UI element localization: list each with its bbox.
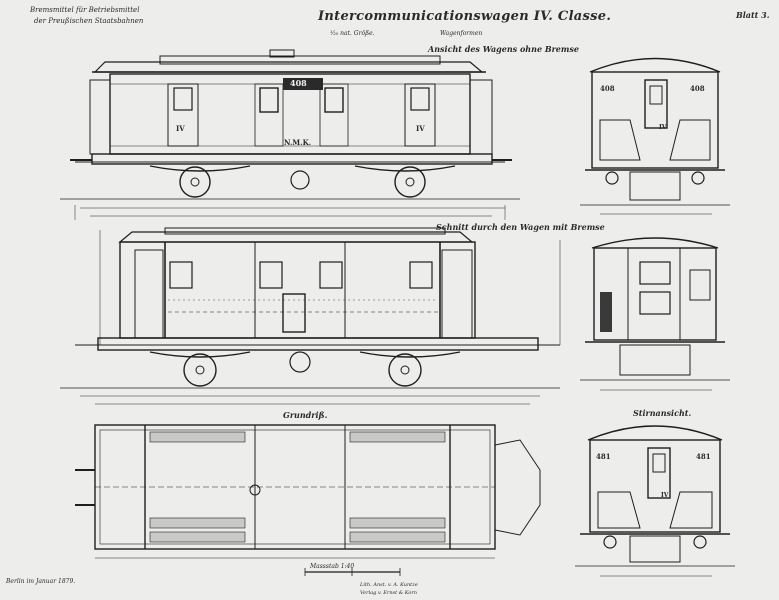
end-view-number-left: 408 xyxy=(600,84,615,93)
footer-date: Berlin im Januar 1879. xyxy=(6,578,76,585)
drawing-subtitle-right: Wagenformen xyxy=(440,30,483,37)
end-view2-number-right: 481 xyxy=(696,452,711,461)
sheet-number: Blatt 3. xyxy=(736,10,770,20)
car-number-plate: 408 xyxy=(290,78,307,88)
end-view-exterior xyxy=(580,57,730,215)
header-line-2: der Preußischen Staatsbahnen xyxy=(34,17,144,25)
section-title-end-view: Stirnansicht. xyxy=(633,408,692,418)
longitudinal-section-view xyxy=(60,227,561,405)
floor-plan-view xyxy=(75,424,541,576)
end-view-class-mark: IV xyxy=(659,124,667,131)
class-mark-left: IV xyxy=(176,124,185,133)
side-elevation-view xyxy=(60,49,520,220)
cross-section-view xyxy=(580,237,730,391)
end-view-with-brake xyxy=(575,425,735,577)
section-title-elevation: Ansicht des Wagens ohne Bremse xyxy=(428,44,579,54)
drawing-title: Intercommunicationswagen IV. Classe. xyxy=(318,9,612,24)
owner-mark: N.M.K. xyxy=(284,138,312,147)
header-line-1: Bremsmittel für Betriebsmittel xyxy=(30,6,140,14)
end-view-number-right: 408 xyxy=(690,84,705,93)
class-mark-right: IV xyxy=(416,124,425,133)
footer-printer-2: Verlag v. Ernst & Korn xyxy=(360,590,417,596)
section-title-cut: Schnitt durch den Wagen mit Bremse xyxy=(436,222,605,232)
end-view2-class-mark: IV xyxy=(661,492,669,499)
footer-scale: Massstab 1:40 xyxy=(310,563,355,570)
end-view2-number-left: 481 xyxy=(596,452,611,461)
section-title-plan: Grundriß. xyxy=(283,410,328,420)
footer-printer-1: Lith. Anst. v. A. Kuntze xyxy=(360,582,418,588)
drawing-subtitle-left: ¹⁄₂₀ nat. Größe. xyxy=(330,30,375,37)
